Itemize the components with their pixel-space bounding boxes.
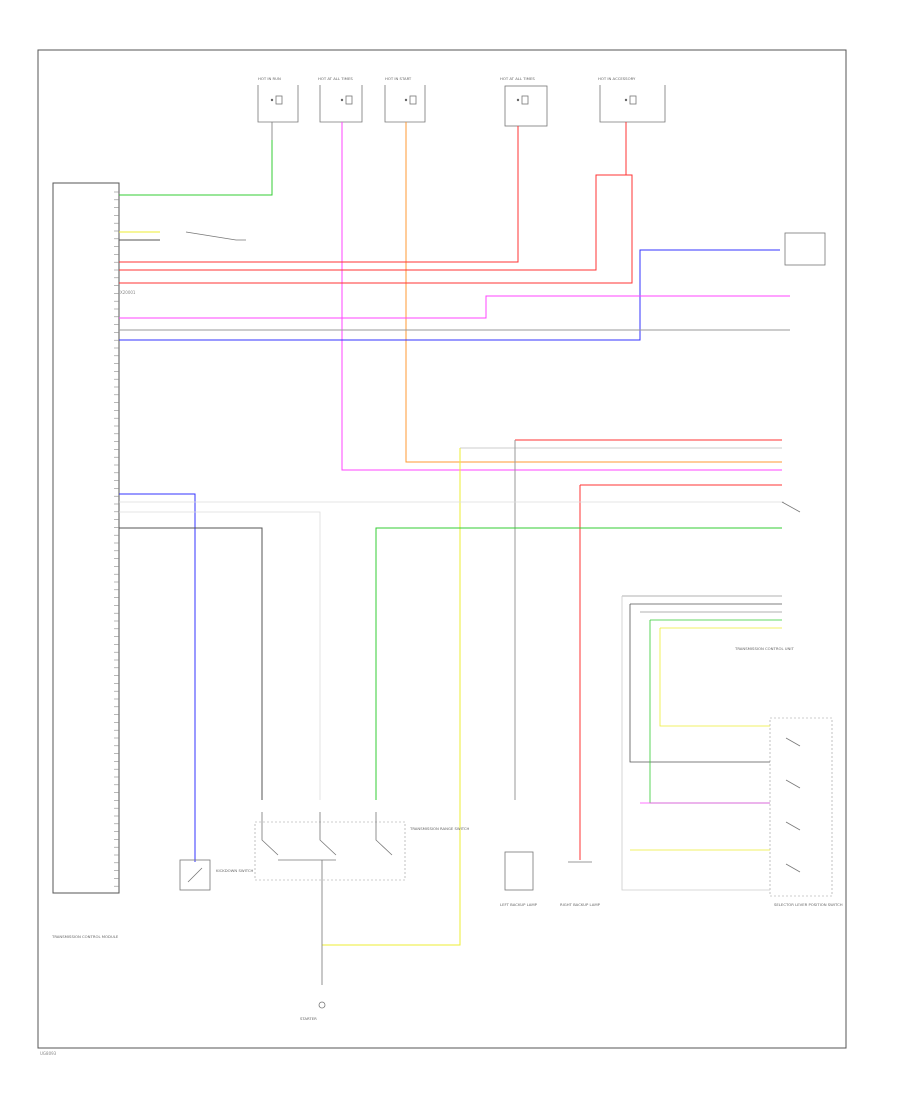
diagram-frame bbox=[37, 49, 847, 1049]
starter: STARTER bbox=[300, 912, 326, 1021]
wire-green-lower bbox=[375, 527, 782, 800]
wire-white-switch bbox=[119, 511, 321, 800]
diagram-code: UG8093 bbox=[40, 1051, 57, 1056]
transmission-control-module: TRANSMISSION CONTROL MODULE X20001 bbox=[51, 182, 136, 939]
kickdown-label: KICKDOWN SWITCH bbox=[216, 868, 253, 873]
wire-pink-right bbox=[119, 295, 790, 319]
fuse-block-1: HOT IN RUN bbox=[257, 76, 299, 123]
wire-red-2 bbox=[119, 122, 627, 271]
relay-block-4: HOT AT ALL TIMES bbox=[500, 76, 548, 127]
right-lamp-label: RIGHT BACKUP LAMP bbox=[560, 902, 601, 907]
fuse-2-label: HOT AT ALL TIMES bbox=[318, 76, 353, 81]
fuse-4-label: HOT AT ALL TIMES bbox=[500, 76, 535, 81]
wire-blue-kickdown bbox=[119, 493, 196, 862]
wire-dark-switch bbox=[119, 527, 263, 800]
transmission-range-switch: TRANSMISSION RANGE SWITCH bbox=[254, 812, 470, 912]
tcm-pins bbox=[114, 191, 119, 887]
selector-label: SELECTOR LEVER POSITION SWITCH bbox=[774, 902, 843, 907]
right-edge-connector bbox=[781, 501, 801, 513]
left-backup-lamp: LEFT BACKUP LAMP bbox=[500, 851, 538, 907]
fuse-1-label: HOT IN RUN bbox=[258, 76, 281, 81]
fuse-3-label: HOT IN START bbox=[385, 76, 412, 81]
selector-lever-switch: SELECTOR LEVER POSITION SWITCH bbox=[621, 596, 843, 907]
fuse-block-3: HOT IN START bbox=[384, 76, 426, 123]
fuse-block-2: HOT AT ALL TIMES bbox=[318, 76, 363, 123]
wire-yellow-starter bbox=[322, 448, 461, 946]
wire-orange-main bbox=[405, 122, 782, 463]
kickdown-switch: KICKDOWN SWITCH bbox=[179, 859, 253, 891]
wire-red-1 bbox=[119, 126, 519, 263]
transmission-control-unit: TRANSMISSION CONTROL UNIT bbox=[622, 595, 795, 651]
range-switch-label: TRANSMISSION RANGE SWITCH bbox=[409, 826, 470, 831]
fuse-block-5: HOT IN ACCESSORY bbox=[598, 76, 666, 123]
wire-green-top bbox=[119, 140, 273, 196]
tcm-connector: X20001 bbox=[120, 290, 136, 295]
wire-pink-main bbox=[341, 122, 782, 471]
left-lamp-lead bbox=[185, 231, 246, 241]
tcm-label: TRANSMISSION CONTROL MODULE bbox=[51, 934, 119, 939]
right-backup-lamp: RIGHT BACKUP LAMP bbox=[560, 861, 601, 907]
fuse-5-label: HOT IN ACCESSORY bbox=[598, 76, 636, 81]
tcu-label: TRANSMISSION CONTROL UNIT bbox=[734, 646, 795, 651]
wire-blue-right bbox=[119, 249, 780, 341]
left-lamp-label: LEFT BACKUP LAMP bbox=[500, 902, 538, 907]
starter-label: STARTER bbox=[300, 1016, 317, 1021]
wire-red-3 bbox=[119, 174, 633, 284]
right-sensor-box bbox=[784, 232, 826, 266]
